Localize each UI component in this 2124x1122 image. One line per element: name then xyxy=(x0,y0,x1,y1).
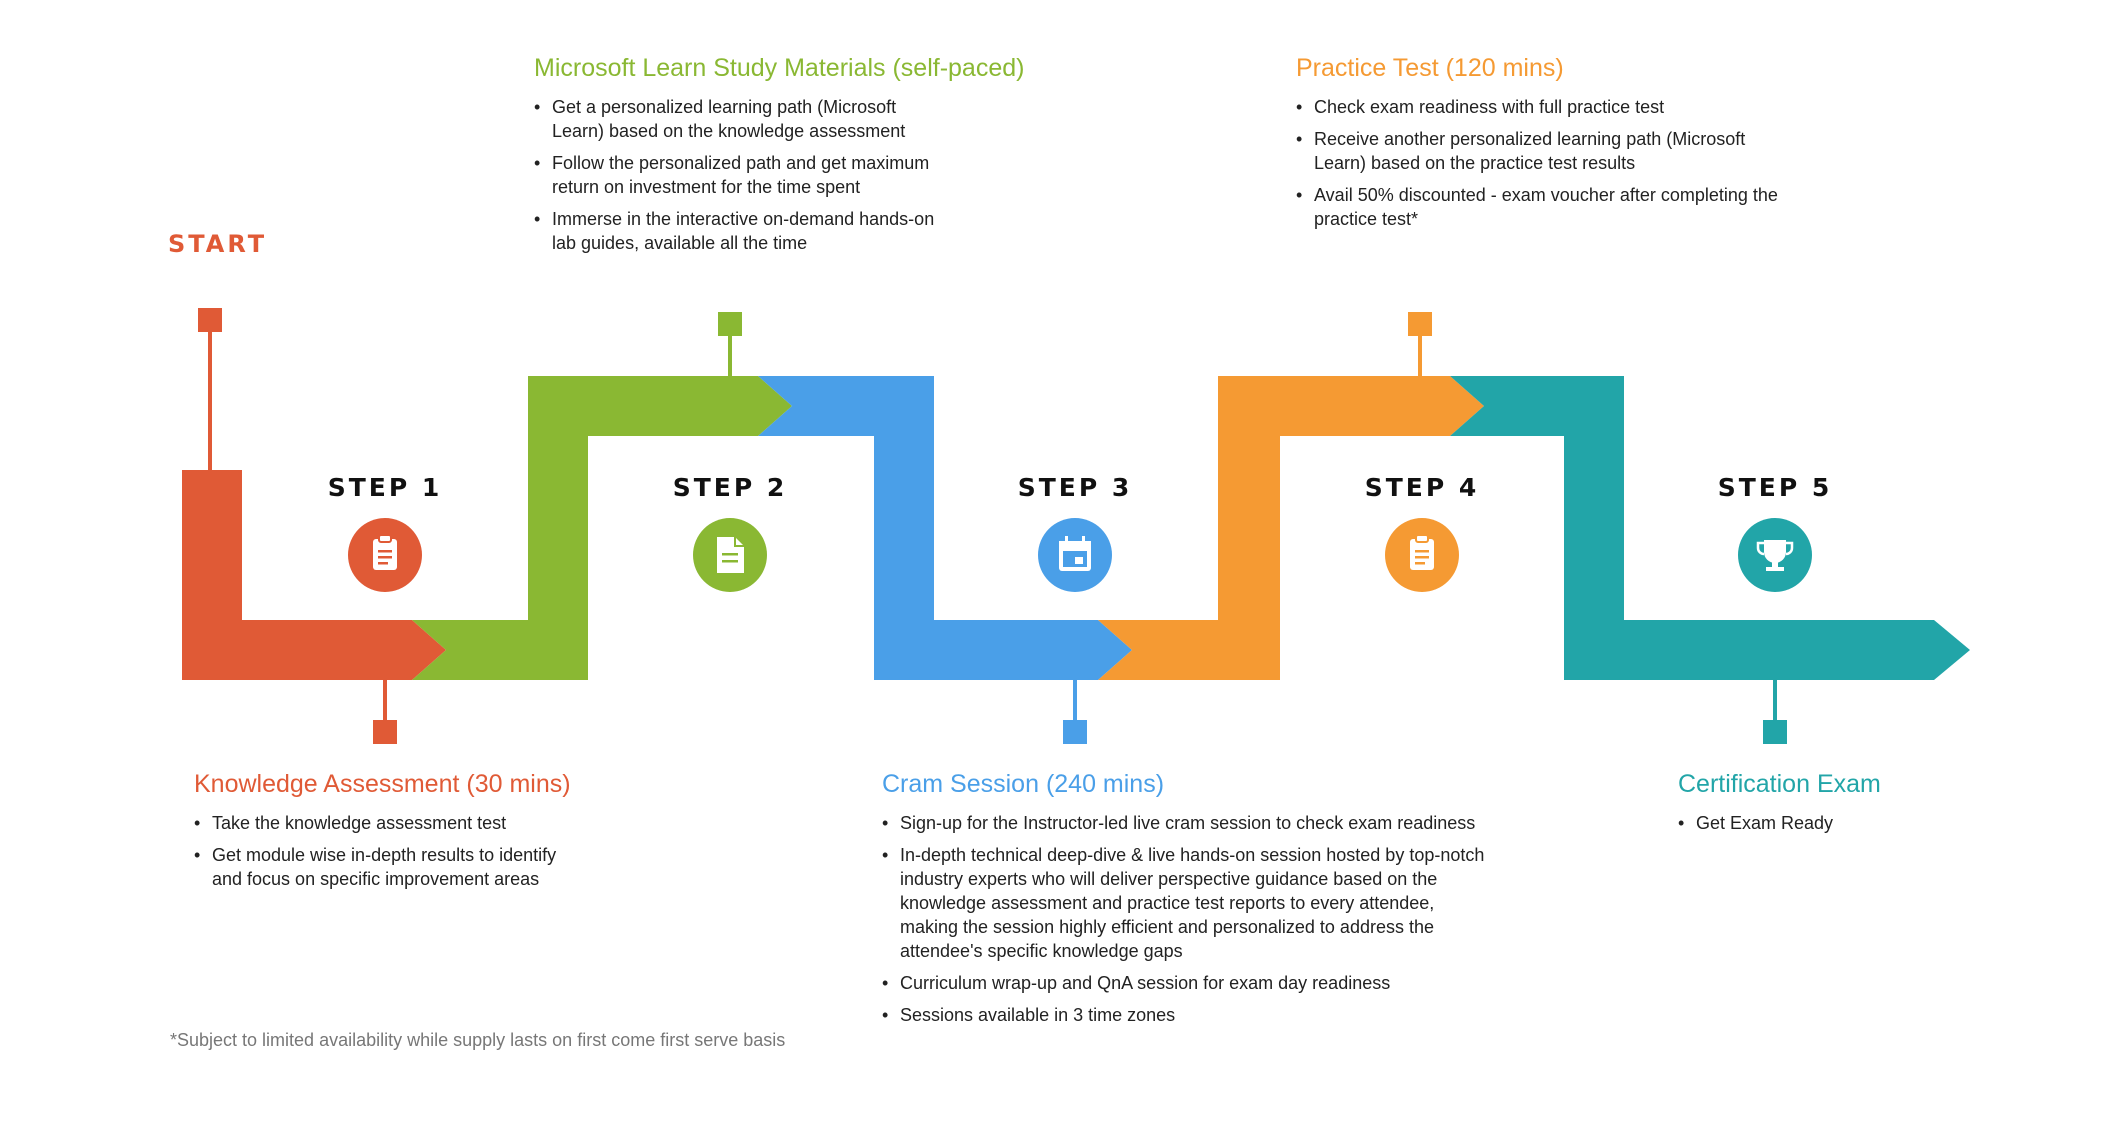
step2-document-icon xyxy=(693,518,767,592)
list-item: In-depth technical deep-dive & live hand… xyxy=(882,843,1490,963)
study-materials-block: Microsoft Learn Study Materials (self-pa… xyxy=(534,54,1025,263)
start-label: START xyxy=(168,230,268,258)
step-1-label: STEP 1 xyxy=(327,473,443,502)
list-item: Follow the personalized path and get max… xyxy=(534,151,952,199)
marker-step5 xyxy=(1763,720,1787,744)
step-3-label: STEP 3 xyxy=(1017,473,1133,502)
step4-clipboard-icon xyxy=(1385,518,1459,592)
study-materials-title: Microsoft Learn Study Materials (self-pa… xyxy=(534,54,1025,82)
start-connector xyxy=(208,332,212,472)
marker-step2 xyxy=(718,312,742,336)
list-item: Get Exam Ready xyxy=(1678,811,2038,835)
step1-clipboard-icon xyxy=(348,518,422,592)
footnote: *Subject to limited availability while s… xyxy=(170,1030,786,1050)
connector-step3 xyxy=(1073,680,1077,720)
knowledge-assessment-list: Take the knowledge assessment test Get m… xyxy=(194,811,624,891)
step-2-label: STEP 2 xyxy=(672,473,788,502)
step-5-label: STEP 5 xyxy=(1717,473,1833,502)
list-item: Sessions available in 3 time zones xyxy=(882,1003,1500,1027)
list-item: Curriculum wrap-up and QnA session for e… xyxy=(882,971,1500,995)
start-marker xyxy=(198,308,222,332)
cram-session-list: Sign-up for the Instructor-led live cram… xyxy=(882,811,1502,1027)
knowledge-assessment-title: Knowledge Assessment (30 mins) xyxy=(194,770,571,798)
path-segment-step4 xyxy=(1098,376,1484,680)
knowledge-assessment-block: Knowledge Assessment (30 mins) Take the … xyxy=(194,770,624,899)
list-item: Avail 50% discounted - exam voucher afte… xyxy=(1296,183,1784,231)
connector-step4 xyxy=(1418,336,1422,376)
step-4-label: STEP 4 xyxy=(1364,473,1480,502)
cram-session-block: Cram Session (240 mins) Sign-up for the … xyxy=(882,770,1502,1035)
marker-step3 xyxy=(1063,720,1087,744)
path-segment-step5 xyxy=(1450,376,1970,680)
marker-step1 xyxy=(373,720,397,744)
list-item: Receive another personalized learning pa… xyxy=(1296,127,1784,175)
cram-session-title: Cram Session (240 mins) xyxy=(882,770,1165,798)
list-item: Check exam readiness with full practice … xyxy=(1296,95,1784,119)
practice-test-block: Practice Test (120 mins) Check exam read… xyxy=(1296,54,1796,239)
path-segment-step3 xyxy=(758,376,1132,680)
certification-exam-list: Get Exam Ready xyxy=(1678,811,2038,835)
connector-step5 xyxy=(1773,680,1777,720)
step3-calendar-icon xyxy=(1038,518,1112,592)
path-segment-step2 xyxy=(412,376,792,680)
practice-test-list: Check exam readiness with full practice … xyxy=(1296,95,1796,231)
connector-step2 xyxy=(728,336,732,376)
path-segment-step1 xyxy=(182,470,446,680)
list-item: Get a personalized learning path (Micros… xyxy=(534,95,922,143)
list-item: Get module wise in-depth results to iden… xyxy=(194,843,582,891)
connector-step1 xyxy=(383,680,387,720)
list-item: Immerse in the interactive on-demand han… xyxy=(534,207,962,255)
certification-exam-block: Certification Exam Get Exam Ready xyxy=(1678,770,2038,843)
study-materials-list: Get a personalized learning path (Micros… xyxy=(534,95,994,255)
step5-trophy-icon xyxy=(1738,518,1812,592)
certification-exam-title: Certification Exam xyxy=(1678,770,1881,798)
list-item: Take the knowledge assessment test xyxy=(194,811,612,835)
marker-step4 xyxy=(1408,312,1432,336)
practice-test-title: Practice Test (120 mins) xyxy=(1296,54,1564,82)
list-item: Sign-up for the Instructor-led live cram… xyxy=(882,811,1500,835)
